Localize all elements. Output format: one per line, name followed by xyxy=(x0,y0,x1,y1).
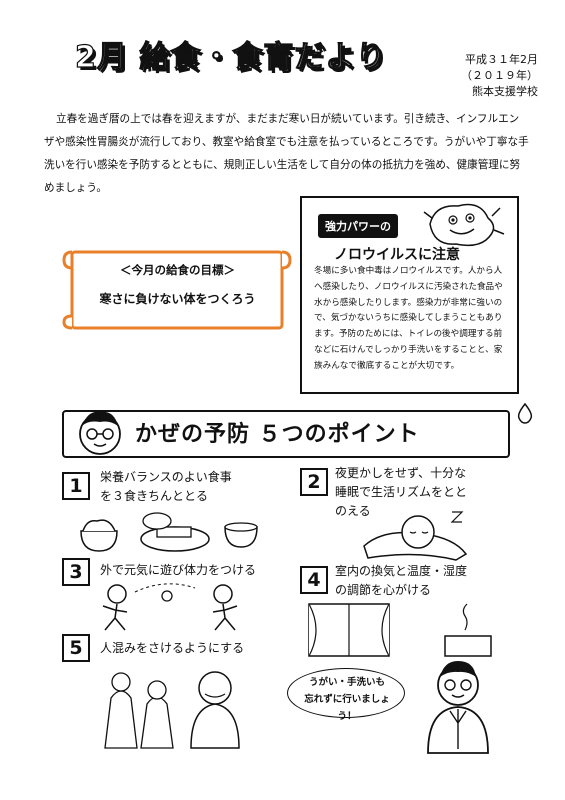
meal-dishes-icon xyxy=(80,512,258,552)
issue-info: 平成３１年2月 （２０１９年） 熊本支援学校 xyxy=(428,52,538,100)
children-running-icon xyxy=(102,583,238,631)
school-name: 熊本支援学校 xyxy=(472,85,538,98)
norovirus-box xyxy=(300,196,519,394)
droplet-icon xyxy=(517,402,533,424)
norovirus-title: ノロウイルスに注意 xyxy=(334,247,460,263)
norovirus-body: 冬場に多い食中毒はノロウイルスです。人から人へ感染したり、ノロウイルスに汚染され… xyxy=(314,266,503,371)
goal-heading: ＜今月の給食の目標＞ xyxy=(120,263,235,277)
newsletter-title-area: 2月 給食・食育だより xyxy=(74,32,405,84)
crowd-people-icon xyxy=(104,671,240,749)
norovirus-tag: 強力パワーの xyxy=(318,214,398,238)
virus-character-icon xyxy=(423,203,505,247)
intro-paragraph: 立春を過ぎ暦の上では春を迎えますが、まだまだ寒い日が続いています。引き続き、イン… xyxy=(44,113,529,194)
point-3-number: 3 xyxy=(62,558,90,586)
sleeping-child-icon xyxy=(363,511,468,561)
speech-bubble xyxy=(287,668,405,718)
newsletter-title: 2月 給食・食育だより xyxy=(74,39,387,75)
section-title: かぜの予防 ５つのポイント xyxy=(135,422,420,447)
teacher-face-icon xyxy=(79,411,121,455)
point-1-text: 栄養バランスのよい食事 を３食きちんととる xyxy=(100,470,232,503)
room-window-icon xyxy=(308,603,492,657)
point-4-text: 室内の換気と温度・湿度 の調節を心がける xyxy=(335,564,468,597)
scroll-frame-icon xyxy=(62,250,292,330)
issue-year: （２０１９年） xyxy=(461,69,538,82)
goal-text: 寒さに負けない体をつくろう xyxy=(99,292,256,306)
doctor-character-icon xyxy=(427,661,489,754)
point-1-number: 1 xyxy=(62,472,90,500)
point-5-number: 5 xyxy=(62,634,90,662)
speech-bubble-text: うがい・手洗いも 忘れずに行いましょう！ xyxy=(304,677,390,722)
point-4-number: 4 xyxy=(300,566,328,594)
point-2-number: 2 xyxy=(300,468,328,496)
point-3-text: 外で元気に遊び体力をつける xyxy=(100,563,257,577)
issue-date: 平成３１年2月 xyxy=(465,53,538,66)
point-2-text: 夜更かしをせず、十分な 睡眠で生活リズムをとと のえる xyxy=(335,466,468,518)
point-5-text: 人混みをさけるようにする xyxy=(100,641,245,655)
section-header-box xyxy=(62,410,510,458)
